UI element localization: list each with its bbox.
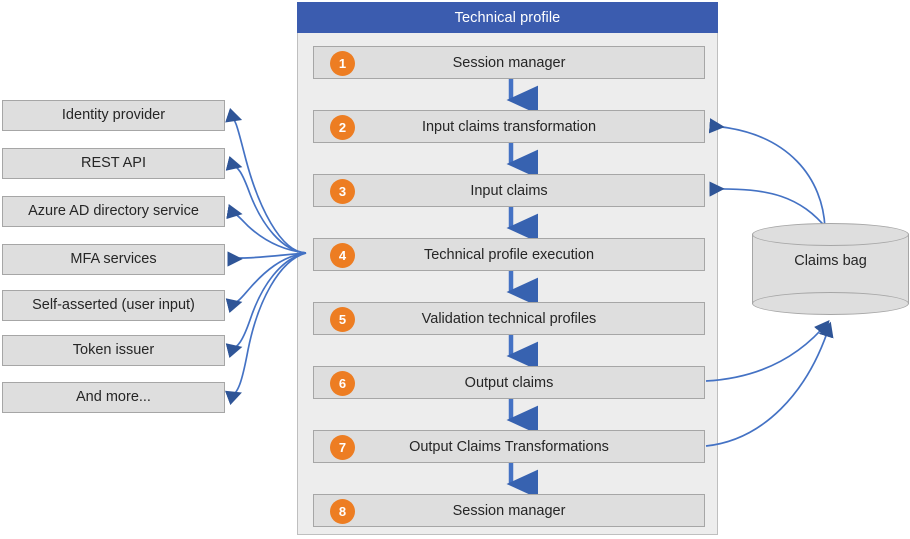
- step-row-session-manager-end[interactable]: 8 Session manager: [313, 494, 705, 527]
- source-box-and-more[interactable]: And more...: [2, 382, 225, 413]
- source-box-label: Identity provider: [61, 107, 166, 124]
- step-label: Input claims transformation: [421, 118, 597, 135]
- source-box-label: Token issuer: [72, 342, 155, 359]
- source-connector-group: [224, 107, 307, 406]
- step-label: Validation technical profiles: [421, 310, 597, 327]
- source-box-identity-provider[interactable]: Identity provider: [2, 100, 225, 131]
- connector-self-asserted: [225, 252, 307, 314]
- step-number-badge: 7: [330, 435, 355, 460]
- step-number-badge: 4: [330, 243, 355, 268]
- step-number-badge: 1: [330, 51, 355, 76]
- source-box-label: And more...: [76, 389, 151, 406]
- step-number-badge: 6: [330, 371, 355, 396]
- step-label: Session manager: [452, 54, 566, 71]
- page-title: Technical profile: [454, 9, 561, 26]
- connector-rest-api: [225, 155, 307, 254]
- step-row-session-manager-start[interactable]: 1 Session manager: [313, 46, 705, 79]
- step-row-technical-profile-execution[interactable]: 4 Technical profile execution: [313, 238, 705, 271]
- step-label: Output Claims Transformations: [409, 438, 609, 455]
- source-box-rest-api[interactable]: REST API: [2, 148, 225, 179]
- step-label: Output claims: [464, 374, 554, 391]
- connector-bag-to-input-claims-transformation: [708, 118, 826, 229]
- step-label: Session manager: [452, 502, 566, 519]
- connector-identity-provider: [225, 107, 307, 254]
- panel-title-bar: Technical profile: [297, 2, 718, 33]
- source-box-self-asserted[interactable]: Self-asserted (user input): [2, 290, 225, 321]
- claims-bag-label: Claims bag: [794, 253, 867, 269]
- source-box-label: MFA services: [70, 251, 157, 268]
- step-row-output-claims[interactable]: 6 Output claims: [313, 366, 705, 399]
- source-box-label: REST API: [80, 155, 146, 172]
- step-row-input-claims[interactable]: 3 Input claims: [313, 174, 705, 207]
- cylinder-bottom-ellipse: [752, 292, 909, 315]
- step-row-validation-technical-profiles[interactable]: 5 Validation technical profiles: [313, 302, 705, 335]
- cylinder-top-ellipse: [752, 223, 909, 246]
- connector-mfa-services: [227, 251, 307, 267]
- claims-bag-datastore[interactable]: Claims bag: [752, 223, 909, 315]
- connector-output-claims-to-bag: [705, 320, 830, 382]
- source-box-label: Azure AD directory service: [28, 203, 199, 220]
- step-number-badge: 8: [330, 499, 355, 524]
- step-row-output-claims-transformations[interactable]: 7 Output Claims Transformations: [313, 430, 705, 463]
- source-box-label: Self-asserted (user input): [32, 297, 195, 314]
- connector-and-more: [224, 252, 307, 406]
- connector-output-claims-transformations-to-bag: [705, 321, 834, 447]
- step-number-badge: 5: [330, 307, 355, 332]
- step-label: Technical profile execution: [423, 246, 595, 263]
- step-number-badge: 3: [330, 179, 355, 204]
- source-box-mfa-services[interactable]: MFA services: [2, 244, 225, 275]
- connector-azure-ad: [226, 204, 307, 254]
- step-label: Input claims: [470, 182, 548, 199]
- step-number-badge: 2: [330, 115, 355, 140]
- connector-token-issuer: [225, 252, 307, 359]
- source-box-token-issuer[interactable]: Token issuer: [2, 335, 225, 366]
- source-box-azure-ad-directory-service[interactable]: Azure AD directory service: [2, 196, 225, 227]
- step-row-input-claims-transformation[interactable]: 2 Input claims transformation: [313, 110, 705, 143]
